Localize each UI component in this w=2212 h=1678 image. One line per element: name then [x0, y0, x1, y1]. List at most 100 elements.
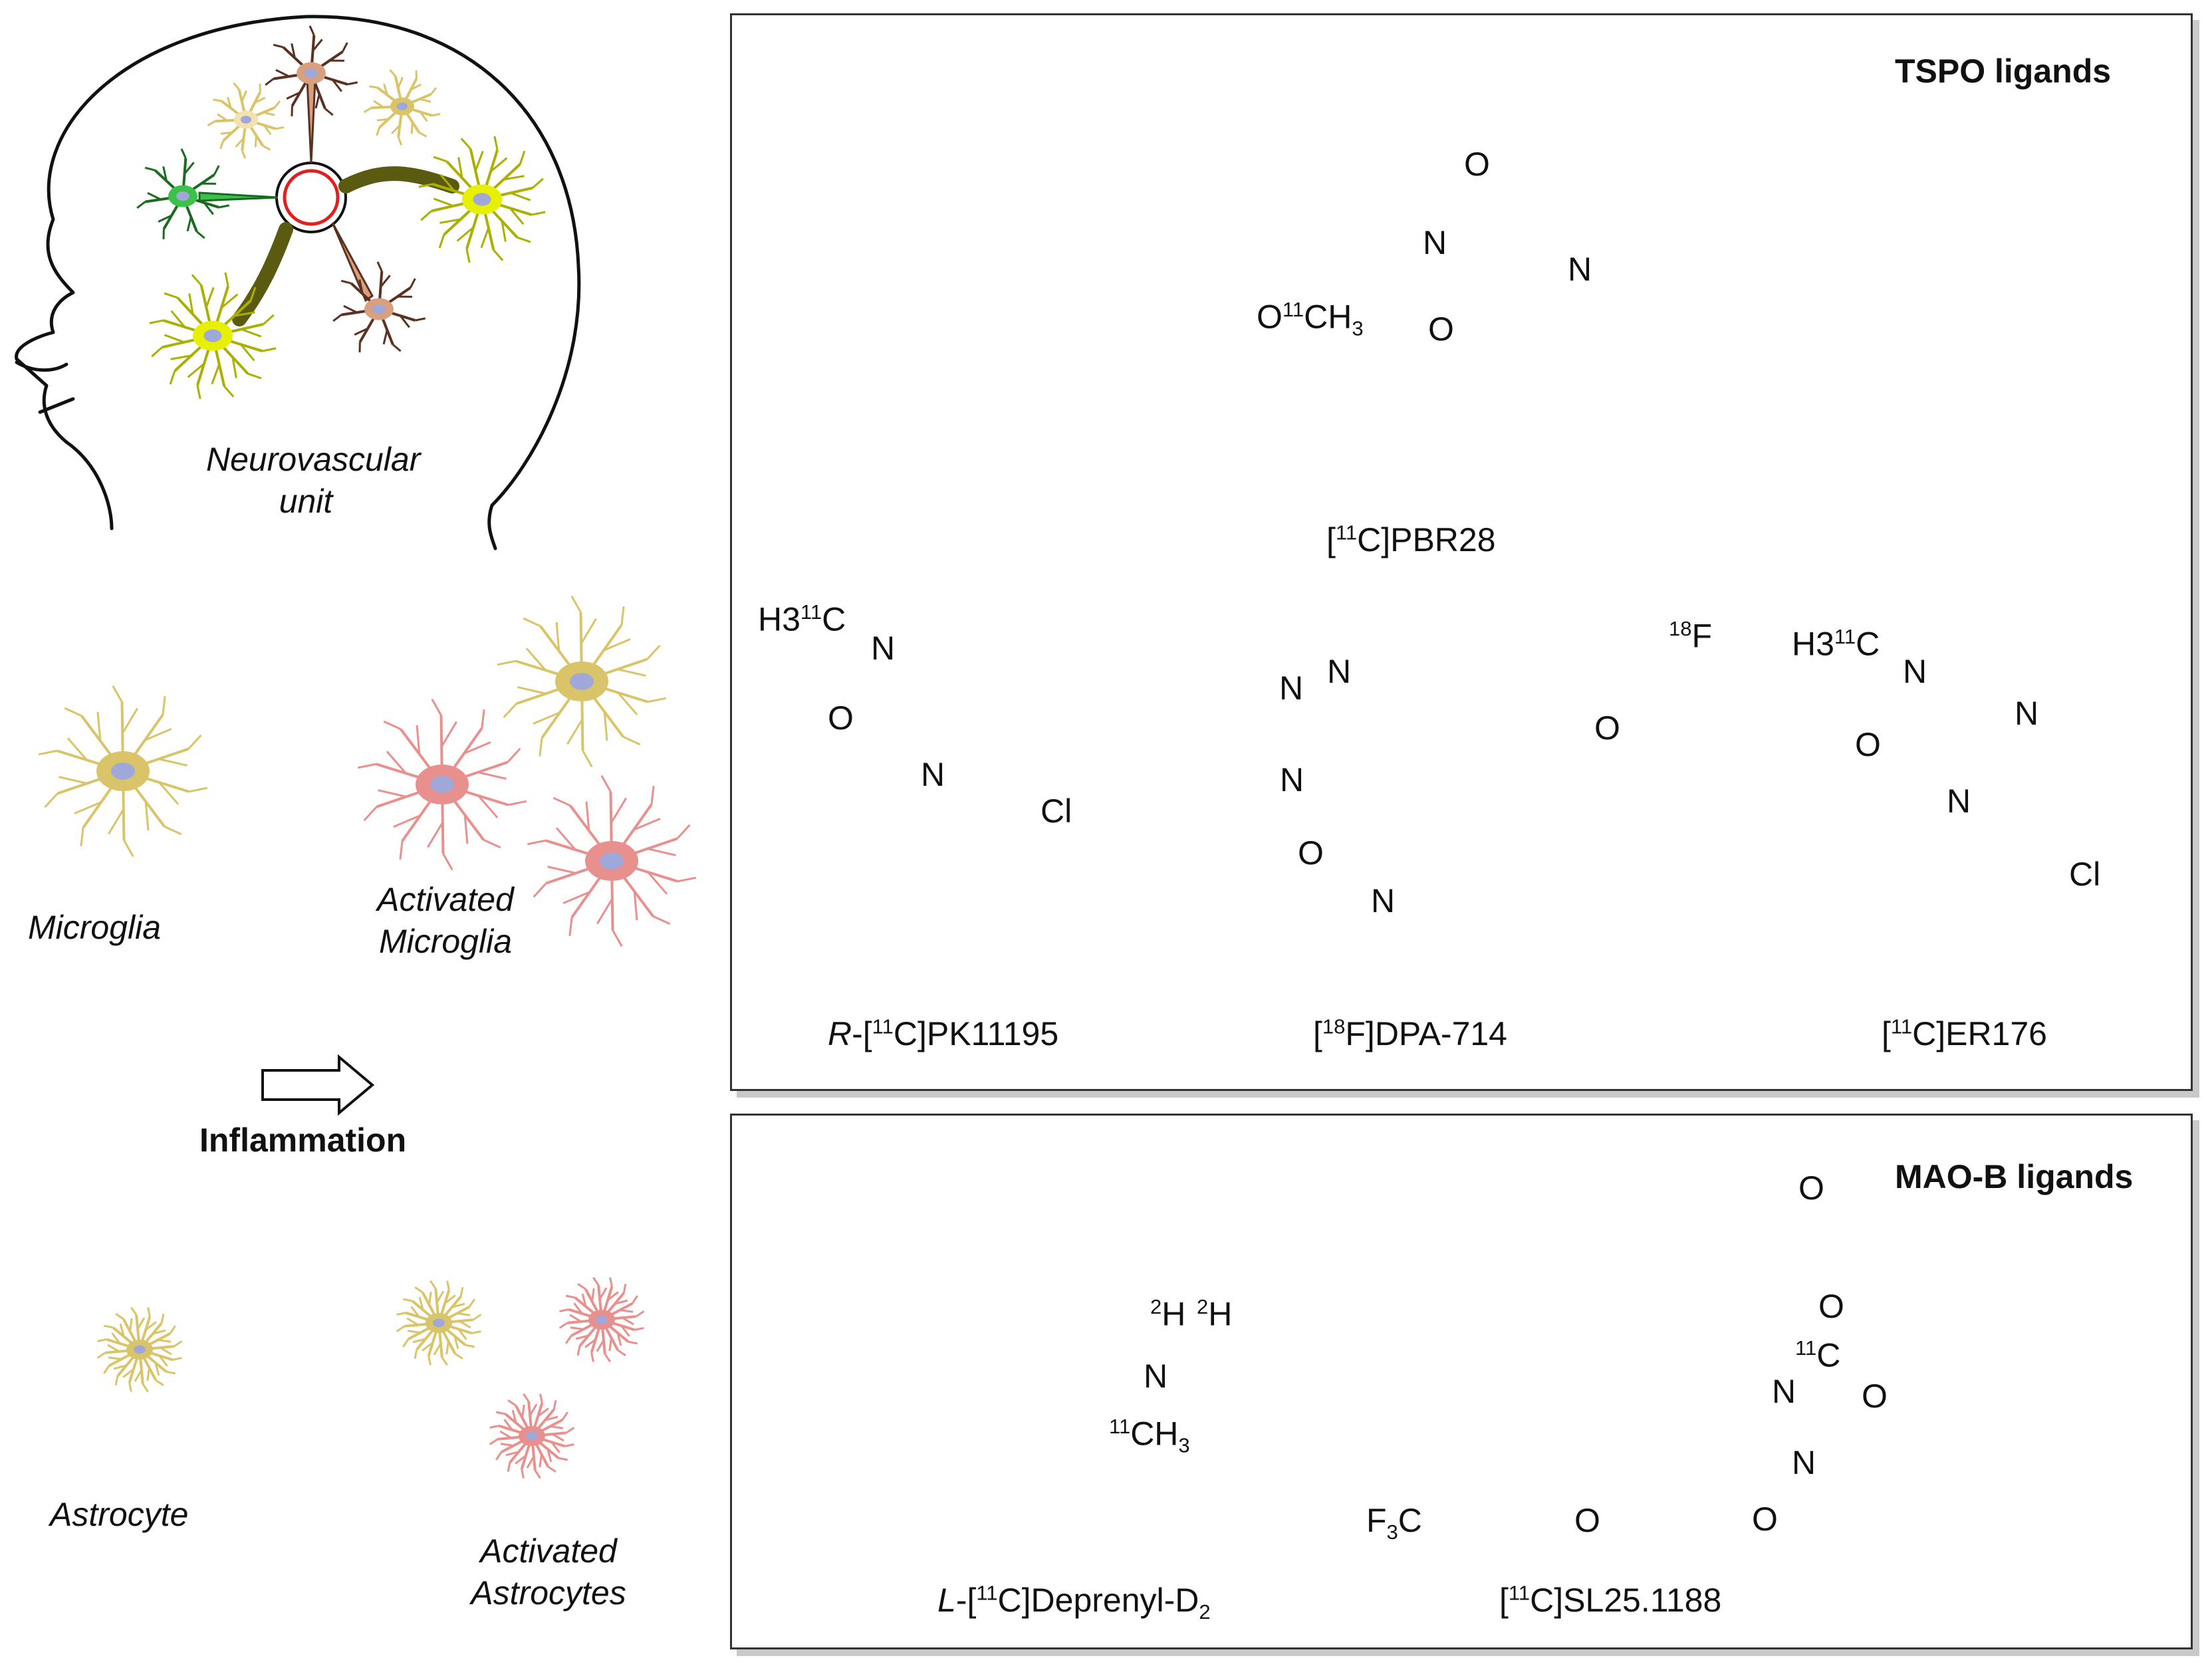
neuron-top-branch — [312, 39, 323, 52]
astrocyte-activated-1-twig — [414, 1286, 424, 1294]
compound-name-dpa714-text: [18F]DPA-714 — [1313, 1015, 1507, 1052]
microglia-activated-3-branch — [647, 871, 668, 895]
neuron-left-twig — [144, 166, 156, 172]
astrocyte-activated-2-branch — [581, 1293, 587, 1307]
astrocyte-activated-3-twig — [539, 1393, 543, 1403]
astrocyte-resting-branch — [154, 1362, 160, 1376]
microglia-resting-twig — [123, 840, 134, 858]
neuron-left-branch — [186, 216, 192, 232]
microglia-head-2-twig — [369, 85, 378, 89]
glia-left-twig — [223, 386, 235, 398]
astrocyte-activated-3-branch — [521, 1404, 525, 1418]
microglia-activated-1-twig — [570, 595, 582, 613]
neuron-top-nucleus — [305, 68, 318, 78]
astrocyte-activated-1-twig — [459, 1286, 464, 1297]
pk-methyl-iso: 11 — [800, 600, 822, 624]
pbr28-methoxy-o: O — [1257, 298, 1283, 336]
astrocyte-activated-2-branch — [620, 1309, 634, 1313]
neuron-bottom-twig — [415, 317, 426, 322]
astrocyte-resting-twig — [173, 1340, 183, 1348]
dpa-n-pyrazole: N — [1327, 653, 1352, 690]
pbr28-carbonyl-o: O — [1464, 146, 1490, 183]
neuron-left-twig — [213, 165, 220, 176]
compound-name-er176: [11C]ER176 — [1882, 1016, 2047, 1050]
glia-left-branch — [221, 293, 239, 309]
er-methyl-label: H311C — [1792, 626, 1880, 661]
activated-microglia-text: Activated Microglia — [377, 881, 514, 960]
neurovascular-unit-text: Neurovascular unit — [206, 441, 421, 520]
glia-left-branch — [170, 354, 191, 360]
neuron-bottom-twig — [376, 261, 383, 272]
neuron-left-nucleus — [176, 191, 189, 201]
microglia-head-1-branch — [217, 113, 228, 122]
astrocyte-activated-1-twig — [446, 1280, 450, 1290]
microglia-resting-nucleus — [111, 763, 135, 780]
astrocyte-activated-2-twig — [634, 1327, 644, 1331]
microglia-activated-3-twig — [677, 876, 697, 883]
pk-ring-n: N — [921, 756, 945, 793]
microglia-activated-3-twig — [533, 882, 547, 898]
glia-left-twig — [263, 314, 275, 325]
neuron-bottom-branch — [343, 304, 358, 314]
microglia-head-1-branch — [241, 90, 248, 102]
microglia-resting-branch — [59, 776, 88, 784]
glia-right-twig — [465, 249, 471, 263]
microglia-activated-1-twig — [648, 697, 667, 703]
glia-left-nucleus — [203, 329, 222, 342]
microglia-activated-2-twig — [508, 800, 527, 806]
dpa-amide-n: N — [1371, 882, 1396, 919]
astrocyte-activated-2-twig — [559, 1308, 569, 1312]
astrocyte-activated-2-twig — [604, 1353, 611, 1363]
astrocyte-activated-2-branch — [575, 1334, 589, 1340]
microglia-activated-2-twig — [383, 720, 402, 731]
neuron-bottom — [332, 261, 426, 352]
glia-left-branch — [188, 293, 194, 314]
inflammation-text: Inflammation — [199, 1122, 407, 1159]
glia-left-branch — [231, 357, 237, 378]
astrocyte-activated-3-branch — [499, 1430, 512, 1439]
microglia-activated-1-twig — [539, 737, 543, 757]
astrocyte-resting-branch — [158, 1355, 168, 1367]
microglia-head-1-branch — [263, 111, 275, 116]
sl-isoxazole-o: O — [1752, 1500, 1778, 1538]
pbr28-methoxy-ch: CH — [1304, 298, 1352, 336]
glia-right-branch — [490, 157, 508, 173]
microglia-head-2-branch — [397, 76, 404, 88]
astrocyte-activated-3-branch — [526, 1456, 535, 1469]
microglia-activated-2-twig — [442, 853, 453, 871]
glia-right-twig — [493, 249, 504, 261]
compound-name-deprenyl-text: L-[11C]Deprenyl-D2 — [937, 1581, 1211, 1623]
neuron-top-twig — [273, 43, 284, 49]
astrocyte-activated-3-branch — [503, 1419, 513, 1431]
neuron-left-twig — [219, 204, 230, 209]
astrocyte-resting-twig — [172, 1357, 182, 1361]
neuron-bottom-branch — [399, 315, 410, 328]
microglia-head-2-branch — [419, 111, 428, 122]
microglia-activated-2-twig — [431, 698, 442, 716]
microglia-head-2 — [363, 68, 441, 146]
microglia-activated-2-twig — [483, 838, 501, 849]
astrocyte-resting-branch — [108, 1356, 122, 1360]
astrocyte-activated-3-twig — [523, 1393, 530, 1403]
microglia-activated-3-branch — [596, 898, 614, 925]
sl-carbonyl-c: 11C — [1795, 1338, 1840, 1372]
maob-panel — [730, 1114, 2193, 1649]
microglia-activated-1-branch — [517, 686, 547, 695]
er-ring-n2: N — [1947, 782, 1971, 820]
astrocyte-activated-2-twig — [576, 1346, 581, 1356]
astrocyte-activated-3-twig — [547, 1465, 556, 1473]
compound-name-pbr28-text: [11C]PBR28 — [1326, 521, 1496, 558]
glia-right-branch — [510, 191, 531, 201]
microglia-head-2-branch — [383, 83, 388, 96]
tspo-title: TSPO ligands — [1895, 55, 2111, 88]
astrocyte-resting-branch — [158, 1339, 172, 1343]
astrocyte-activated-2-twig — [631, 1295, 638, 1304]
astrocyte-activated-3 — [489, 1393, 575, 1479]
astrocyte-activated-3-branch — [537, 1407, 549, 1417]
astrocyte-activated-2-branch — [596, 1340, 605, 1352]
microglia-activated-3-branch — [585, 801, 590, 831]
microglia-activated-1-twig — [620, 606, 625, 626]
astrocyte-activated-1-branch — [459, 1320, 471, 1329]
astrocyte-activated-1-branch — [418, 1296, 424, 1310]
microglia-activated-3-branch — [647, 848, 676, 856]
